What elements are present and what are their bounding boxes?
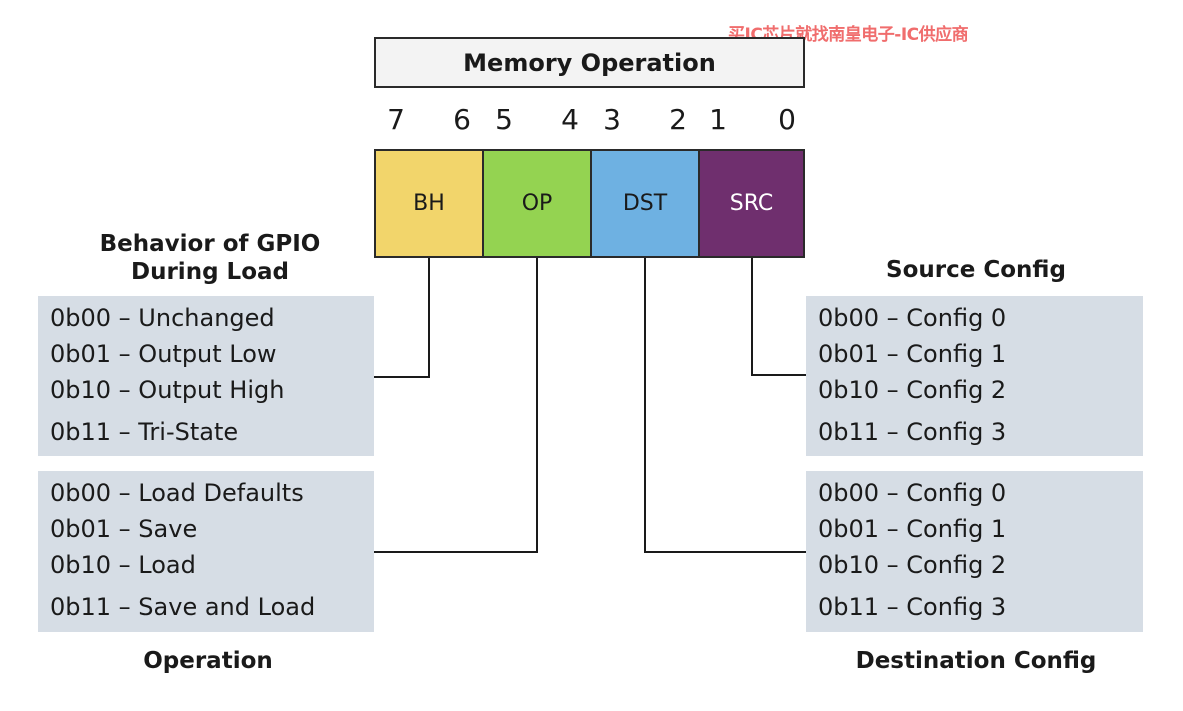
operation-item: 0b11 – Save and Load xyxy=(50,593,316,621)
field-op: OP xyxy=(482,149,592,258)
behavior-item: 0b00 – Unchanged xyxy=(50,304,275,332)
behavior-item: 0b10 – Output High xyxy=(50,376,285,404)
behavior-panel: 0b00 – Unchanged 0b01 – Output Low 0b10 … xyxy=(38,296,374,456)
connector-bh xyxy=(374,258,430,378)
source-item: 0b10 – Config 2 xyxy=(818,376,1007,404)
bit-1: 1 xyxy=(709,103,727,136)
bit-3: 3 xyxy=(603,103,621,136)
source-item: 0b01 – Config 1 xyxy=(818,340,1007,368)
destination-item: 0b00 – Config 0 xyxy=(818,479,1007,507)
field-src: SRC xyxy=(698,149,805,258)
bit-7: 7 xyxy=(387,103,405,136)
connector-src xyxy=(751,258,806,376)
destination-config-label: Destination Config xyxy=(855,648,1097,674)
field-dst: DST xyxy=(590,149,700,258)
destination-item: 0b11 – Config 3 xyxy=(818,593,1007,621)
connector-dst xyxy=(644,258,806,553)
operation-item: 0b00 – Load Defaults xyxy=(50,479,304,507)
bit-2: 2 xyxy=(669,103,687,136)
bit-5: 5 xyxy=(495,103,513,136)
operation-item: 0b10 – Load xyxy=(50,551,196,579)
bit-0: 0 xyxy=(778,103,796,136)
source-item: 0b11 – Config 3 xyxy=(818,418,1007,446)
behavior-item: 0b11 – Tri-State xyxy=(50,418,239,446)
bit-4: 4 xyxy=(561,103,579,136)
behavior-label-line2: During Load xyxy=(131,259,289,285)
destination-item: 0b01 – Config 1 xyxy=(818,515,1007,543)
bit-6: 6 xyxy=(453,103,471,136)
memory-operation-title: Memory Operation xyxy=(374,37,805,88)
destination-item: 0b10 – Config 2 xyxy=(818,551,1007,579)
behavior-label-line1: Behavior of GPIO xyxy=(99,231,321,257)
behavior-item: 0b01 – Output Low xyxy=(50,340,277,368)
destination-config-panel: 0b00 – Config 0 0b01 – Config 1 0b10 – C… xyxy=(806,471,1143,632)
connector-op xyxy=(374,258,538,553)
source-item: 0b00 – Config 0 xyxy=(818,304,1007,332)
source-config-panel: 0b00 – Config 0 0b01 – Config 1 0b10 – C… xyxy=(806,296,1143,456)
field-bh: BH xyxy=(374,149,484,258)
operation-panel: 0b00 – Load Defaults 0b01 – Save 0b10 – … xyxy=(38,471,374,632)
operation-label: Operation xyxy=(143,648,273,674)
source-config-label: Source Config xyxy=(886,257,1066,283)
behavior-label: Behavior of GPIO During Load xyxy=(60,230,360,286)
operation-item: 0b01 – Save xyxy=(50,515,198,543)
